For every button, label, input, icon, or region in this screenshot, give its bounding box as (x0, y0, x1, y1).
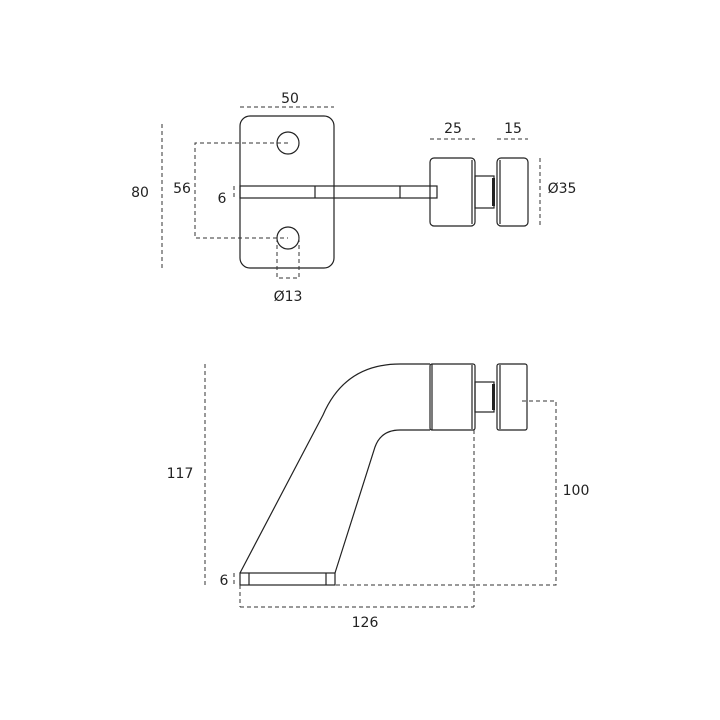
top-view: 50 80 56 6 Ø13 25 15 Ø35 (131, 91, 576, 305)
arm-bar (239, 185, 438, 199)
dim-hole-diameter: Ø13 (274, 289, 303, 305)
cylinder (429, 363, 476, 431)
dim-knob-diameter: Ø35 (548, 181, 577, 197)
dim-plate-thickness: 6 (220, 573, 229, 589)
side-view: 117 100 6 126 (167, 363, 590, 631)
dim-knob-length: 15 (504, 121, 522, 137)
dim-cylinder-length: 25 (444, 121, 462, 137)
mounting-plate (239, 115, 335, 269)
dim-hole-spacing: 56 (173, 181, 191, 197)
arm-inner-edge (334, 429, 430, 574)
dim-bar-thickness: 6 (218, 191, 227, 207)
knob (496, 363, 528, 431)
dim-width: 50 (281, 91, 299, 107)
base-plate (239, 572, 336, 586)
dim-projection: 126 (352, 615, 379, 631)
dim-height: 80 (131, 185, 149, 201)
neck (474, 381, 495, 413)
arm-outer-edge (239, 363, 430, 574)
dim-height: 117 (167, 466, 194, 482)
dim-center-height: 100 (563, 483, 590, 499)
neck (474, 175, 495, 209)
knob (496, 157, 529, 227)
